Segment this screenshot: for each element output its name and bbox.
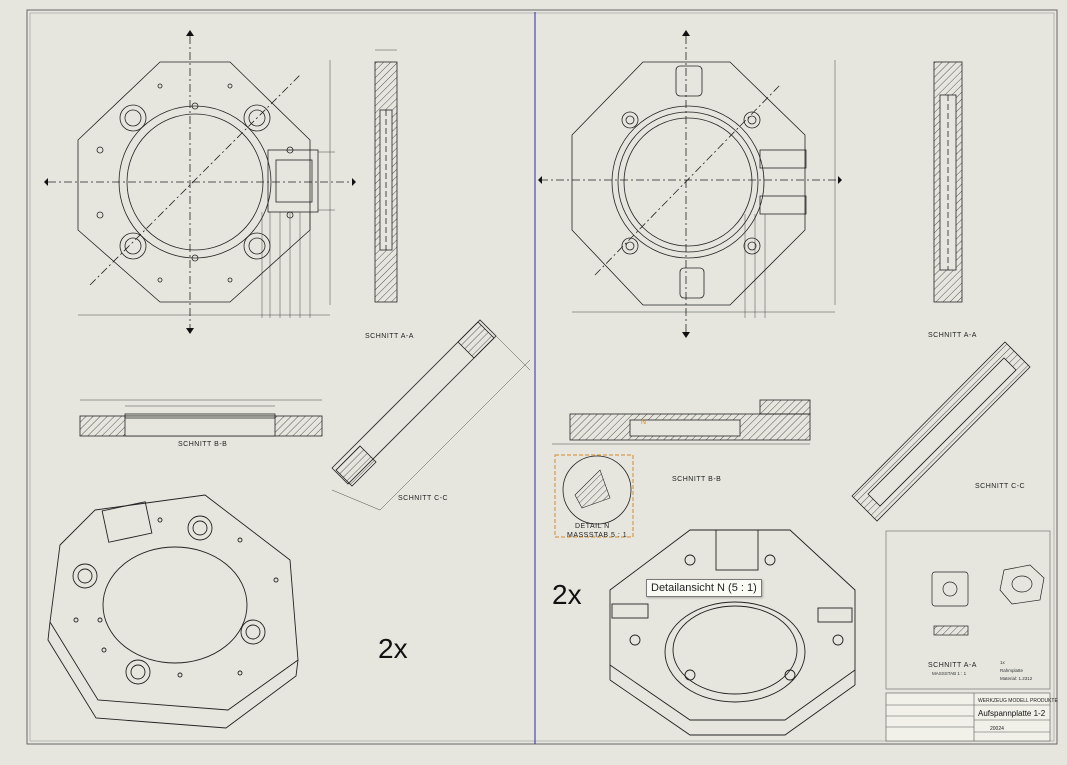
left-isometric-view — [47, 494, 299, 729]
inset-note-title: 1x — [1000, 660, 1006, 665]
inset-scale: MASSSTAB 1 : 1 — [932, 671, 967, 676]
left-quantity: 2x — [378, 633, 408, 664]
titleblock-company: WERKZEUG MODELL PRODUKTE — [978, 698, 1058, 704]
left-top-view — [48, 36, 350, 330]
inset-note-line2: Material: 1.2312 — [1000, 676, 1033, 681]
left-section-cc — [331, 319, 531, 511]
outer-border — [26, 9, 1058, 745]
titleblock-title: Aufspannplatte 1-2 — [978, 709, 1046, 718]
right-section-cc — [851, 341, 1031, 522]
right-isometric-view — [609, 529, 856, 736]
right-side-section — [933, 61, 963, 303]
inset-drawing — [931, 564, 1045, 636]
left-side-section — [374, 49, 398, 303]
left-caption-cc: SCHNITT C-C — [398, 495, 448, 502]
right-section-bb — [552, 399, 811, 445]
left-section-bb — [79, 399, 323, 437]
inset-section-caption: SCHNITT A-A — [928, 662, 977, 669]
detail-n-view — [554, 454, 634, 538]
detail-view-tooltip: Detailansicht N (5 : 1) — [646, 579, 762, 597]
detail-title: DETAIL N — [575, 523, 610, 530]
detail-marker: N — [641, 419, 646, 426]
right-caption-cc: SCHNITT C-C — [975, 483, 1025, 490]
left-section-markers — [44, 30, 356, 334]
right-caption-aa: SCHNITT A-A — [928, 332, 977, 339]
inset-frame — [885, 530, 1051, 690]
right-section-markers — [538, 30, 842, 338]
right-top-view — [540, 36, 840, 335]
titleblock-number: 20024 — [990, 726, 1004, 732]
right-caption-bb: SCHNITT B-B — [672, 476, 721, 483]
left-caption-aa: SCHNITT A-A — [365, 333, 414, 340]
right-quantity: 2x — [552, 579, 582, 610]
left-caption-bb: SCHNITT B-B — [178, 441, 227, 448]
inset-note-line1: Rahmplatte — [1000, 668, 1024, 673]
detail-scale: MASSSTAB 5 : 1 — [567, 532, 627, 539]
title-block — [885, 692, 1051, 742]
text-layer: SCHNITT A-A SCHNITT B-B SCHNITT C-C 2x S… — [178, 332, 1058, 732]
